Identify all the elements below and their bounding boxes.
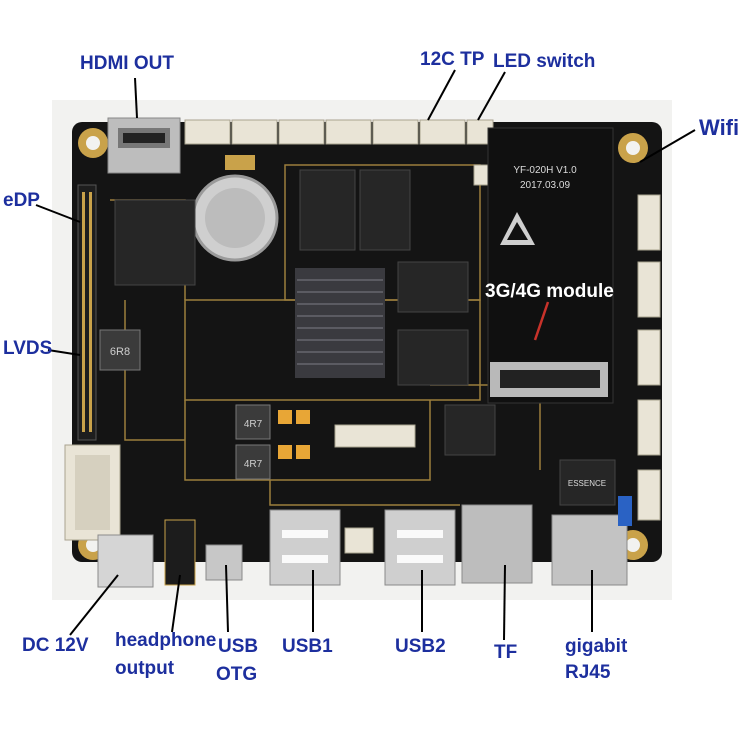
chips [114,169,616,506]
label-hdmi-out: HDMI OUT [80,53,174,74]
fpc-connector [334,424,416,448]
board-date-text: 2017.03.09 [520,180,570,191]
top-header-row [184,119,495,186]
pointer-dc12v [69,574,119,636]
label-usb2: USB2 [395,636,446,657]
label-headphone: headphone [115,630,217,651]
label-i2c-tp: 12C TP [420,49,485,70]
dc-jack [97,534,154,588]
hdmi-connector [107,117,181,174]
headphone-jack [164,519,196,586]
inductor-label-6r8: 6R8 [110,346,130,358]
capacitors [278,410,310,459]
label-gigabit: gigabit [565,636,628,657]
pointer-wifi [639,129,696,163]
label-tf: TF [494,642,518,663]
label-rj45: RJ45 [565,662,611,683]
pointer-edp [35,204,81,223]
label-headphone-output: output [115,658,175,679]
tf-slot [461,504,533,584]
bottom-ports [97,496,632,588]
pointer-usb-otg [225,564,229,633]
label-usb1: USB1 [282,636,333,657]
label-led-switch: LED switch [493,51,596,72]
inductor-label-4r7-b: 4R7 [244,459,263,470]
label-dc12v: DC 12V [22,635,89,656]
label-wifi: Wifi [699,115,740,140]
power-header [64,444,121,541]
blue-capacitor [618,496,632,526]
left-pin-header [77,184,97,441]
label-usb-otg-line1: USB [218,636,259,657]
inductors: 6R8 4R7 4R7 [99,329,271,480]
inductor-label-4r7-a: 4R7 [244,419,263,430]
pointer-hdmi [134,77,138,119]
coin-battery [191,155,279,262]
pointer-lines [35,69,696,641]
pointer-led-switch [477,71,506,121]
usb2-port [384,509,456,586]
usb-otg-port [205,544,243,581]
eth-chip-text: ESSENCE [568,479,606,488]
label-lvds: LVDS [3,338,53,359]
soc-heatsink [295,268,385,378]
label-usb-otg-line2: OTG [216,664,258,685]
pointer-i2c-tp [427,69,456,121]
usb1-port [269,509,341,586]
label-edp: eDP [3,190,40,211]
right-header-column [637,194,661,521]
rj45-jack [551,514,628,586]
board-model-text: YF-020H V1.0 [513,165,577,176]
pointer-lvds [47,349,81,356]
pointer-3g4g [533,301,550,341]
module-3g4g-board: YF-020H V1.0 2017.03.09 [487,127,614,404]
pointer-tf [503,564,506,641]
pointer-headphone [171,574,181,633]
label-3g4g-module: 3G/4G module [485,281,614,302]
